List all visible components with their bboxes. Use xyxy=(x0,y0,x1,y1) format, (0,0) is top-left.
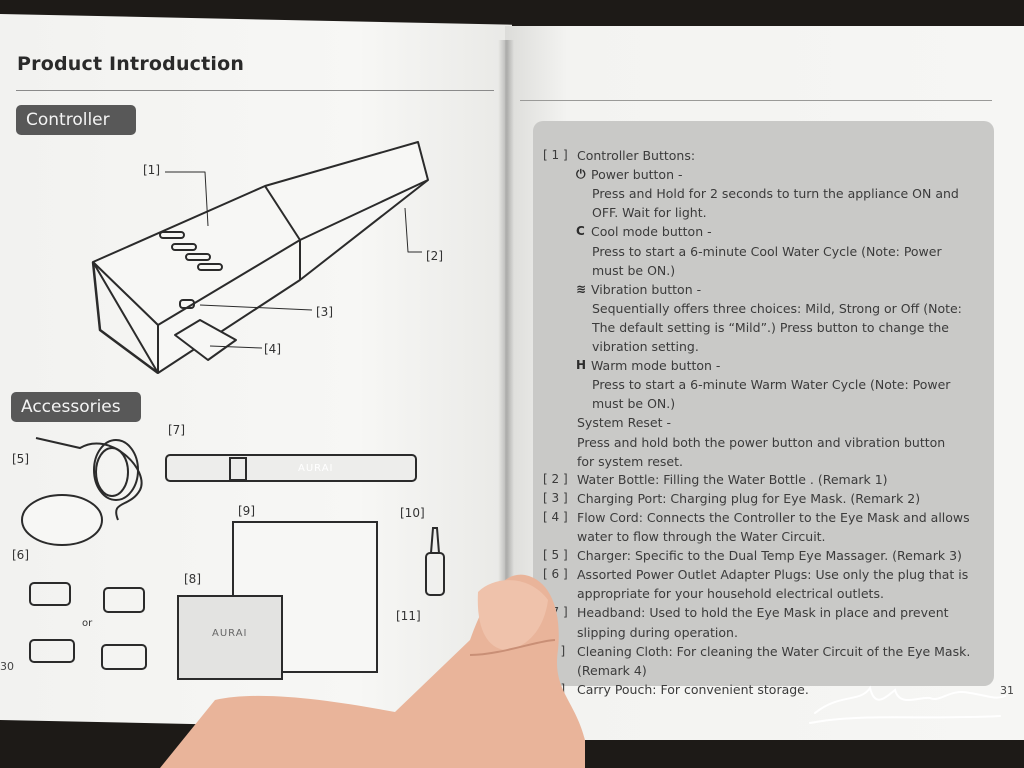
callout-5: [5] xyxy=(12,452,29,466)
instruction-line: Press to start a 6-minute Cool Water Cyc… xyxy=(592,244,942,259)
callout-4: [4] xyxy=(264,342,281,356)
pouch-brand: AURAI xyxy=(212,628,248,639)
callout-11: [11] xyxy=(396,609,421,623)
instruction-line: Power button - xyxy=(591,167,683,182)
item-number: [ 2 ] xyxy=(543,472,568,486)
accessories-section-tag: Accessories xyxy=(11,392,141,422)
left-page-number: 30 xyxy=(0,660,14,673)
instruction-line: Carry Pouch: For convenient storage. xyxy=(577,682,809,697)
book-gutter xyxy=(498,40,514,720)
controller-drawing xyxy=(91,141,429,375)
callout-10: [10] xyxy=(400,506,425,520)
instruction-line: appropriate for your household electrica… xyxy=(577,586,884,601)
instruction-line: The default setting is “Mild”.) Press bu… xyxy=(592,320,949,335)
mode-letter: H xyxy=(576,358,587,372)
instruction-line: Water Bottle: Filling the Water Bottle .… xyxy=(577,472,888,487)
instruction-line: Charging Port: Charging plug for Eye Mas… xyxy=(577,491,921,506)
callout-9: [9] xyxy=(238,504,255,518)
right-divider xyxy=(520,100,992,101)
callout-1: [1] xyxy=(143,163,160,177)
instructions-panel xyxy=(533,121,994,686)
instruction-line: Cool mode button - xyxy=(591,224,712,239)
instruction-line: Charger: Specific to the Dual Temp Eye M… xyxy=(577,548,962,563)
instruction-line: Warm mode button - xyxy=(591,358,721,373)
controller-section-tag: Controller xyxy=(16,105,136,135)
callout-2: [2] xyxy=(426,249,443,263)
instruction-line: OFF. Wait for light. xyxy=(592,205,707,220)
item-number: [ 4 ] xyxy=(543,510,568,524)
item-number: [ 5 ] xyxy=(543,548,568,562)
title-divider xyxy=(16,90,494,91)
instruction-line: (Remark 4) xyxy=(577,663,647,678)
instruction-line: Controller Buttons: xyxy=(577,148,696,163)
item-number: [ 6 ] xyxy=(543,567,568,581)
instruction-line: Vibration button - xyxy=(591,282,702,297)
instruction-line: Cleaning Cloth: For cleaning the Water C… xyxy=(577,644,971,659)
headband-brand: AURAI xyxy=(298,463,334,474)
item-number: [ 3 ] xyxy=(543,491,568,505)
accessories-drawing xyxy=(21,437,445,680)
instruction-line: Assorted Power Outlet Adapter Plugs: Use… xyxy=(577,567,969,582)
signature-watermark xyxy=(809,685,1006,724)
instruction-line: vibration setting. xyxy=(592,339,699,354)
instruction-line: Press and hold both the power button and… xyxy=(577,435,946,450)
instruction-line: Flow Cord: Connects the Controller to th… xyxy=(577,510,970,525)
instruction-line: Headband: Used to hold the Eye Mask in p… xyxy=(577,605,949,620)
mode-letter: C xyxy=(576,224,585,238)
instruction-line: must be ON.) xyxy=(592,263,676,278)
page-title: Product Introduction xyxy=(17,53,245,75)
or-label: or xyxy=(82,618,93,629)
callout-3: [3] xyxy=(316,305,333,319)
instruction-line: must be ON.) xyxy=(592,396,676,411)
callout-6: [6] xyxy=(12,548,29,562)
right-page-number: 31 xyxy=(1000,684,1014,697)
instruction-line: Press and Hold for 2 seconds to turn the… xyxy=(592,186,959,201)
callout-7: [7] xyxy=(168,423,185,437)
vibration-icon: ≋ xyxy=(576,282,587,296)
instruction-line: Sequentially offers three choices: Mild,… xyxy=(592,301,962,316)
power-icon: ⏻ xyxy=(576,167,586,181)
instruction-line: water to flow through the Water Circuit. xyxy=(577,529,826,544)
instruction-line: System Reset - xyxy=(577,415,671,430)
instruction-line: for system reset. xyxy=(577,454,683,469)
callout-8: [8] xyxy=(184,572,201,586)
item-number: [ 1 ] xyxy=(543,148,568,162)
instruction-line: Press to start a 6-minute Warm Water Cyc… xyxy=(592,377,951,392)
instruction-line: slipping during operation. xyxy=(577,625,738,640)
